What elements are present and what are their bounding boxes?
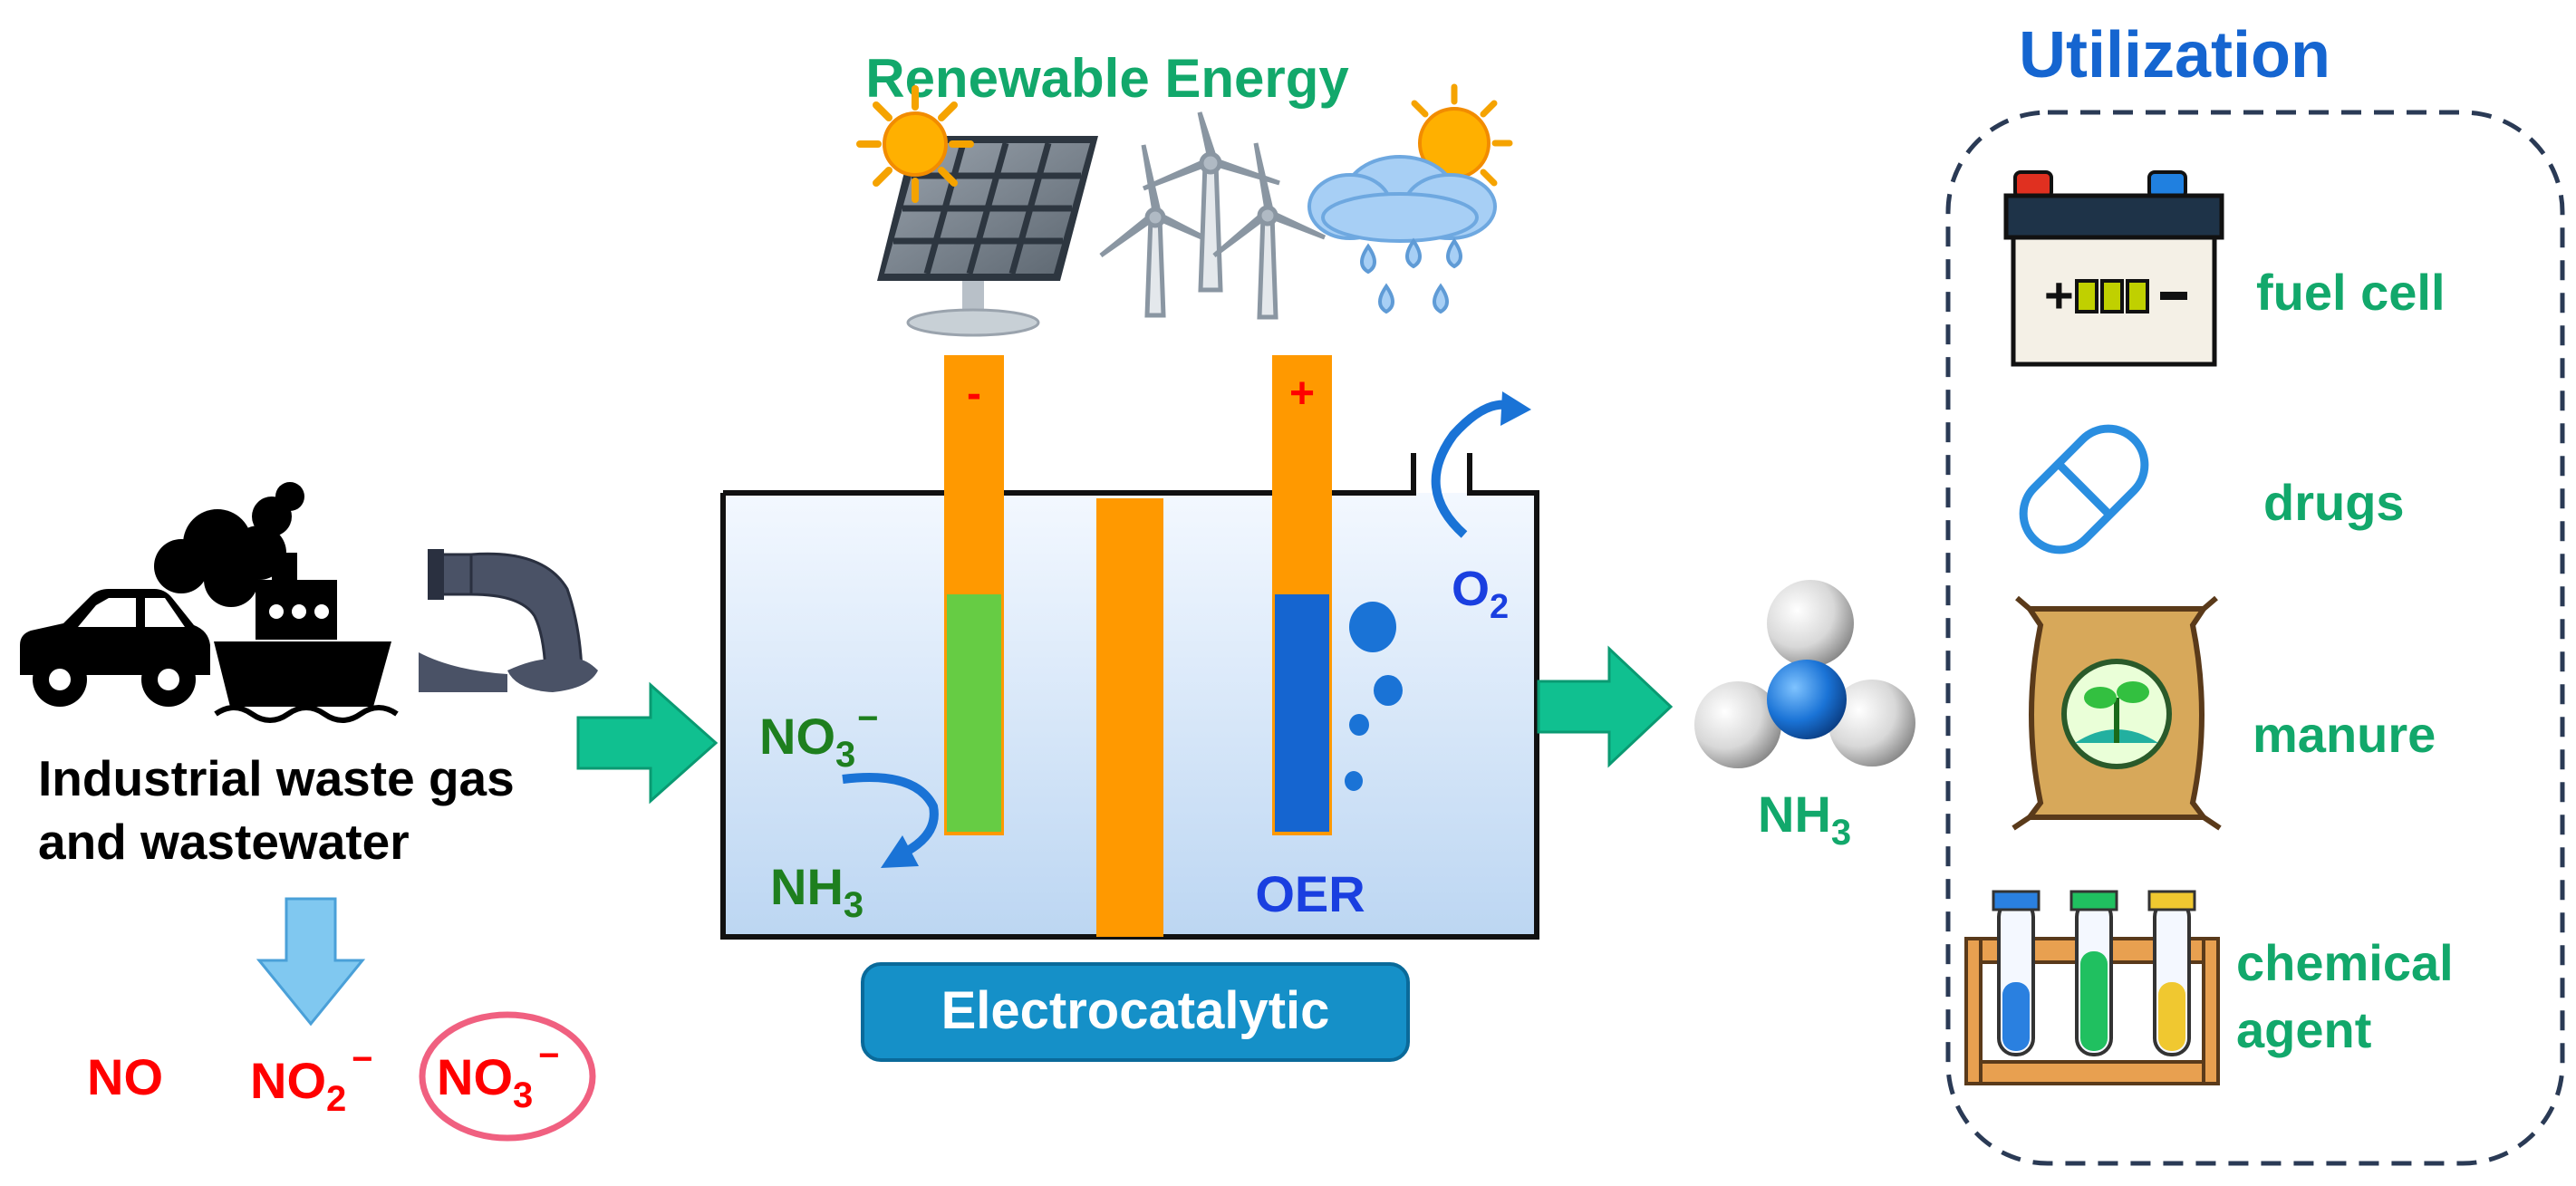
- oxygen-bubbles: [1345, 602, 1403, 791]
- output-label: NH3: [1758, 786, 1851, 853]
- smoke-cloud-icon: [154, 482, 304, 607]
- highlight-circle: [419, 1011, 596, 1142]
- caption-label: Electrocatalytic: [941, 981, 1330, 1040]
- utilization-item-label: manure: [2253, 706, 2436, 763]
- rain-cloud-icon: [1307, 83, 1513, 314]
- wind-turbines-icon: [1099, 111, 1327, 320]
- car-icon: [20, 589, 210, 707]
- sun-icon: [856, 85, 974, 203]
- utilization-item-label-line2: agent: [2236, 1001, 2371, 1058]
- membrane: [1096, 498, 1163, 937]
- o2-label: O2: [1452, 562, 1509, 626]
- battery-icon: +: [2003, 170, 2224, 367]
- product-label: NH3: [770, 858, 863, 925]
- o2-release-arrow: [1431, 391, 1531, 538]
- utilization-item-label: fuel cell: [2256, 264, 2446, 321]
- capsule-icon: [2019, 424, 2149, 554]
- ship-icon: [214, 553, 399, 723]
- utilization-title: Utilization: [2019, 19, 2330, 92]
- anode-sign: +: [1289, 370, 1315, 418]
- reactant-label: NO3−: [759, 699, 879, 775]
- anode-catalyst: [1275, 594, 1329, 832]
- source-label-line1: Industrial waste gas: [38, 750, 515, 806]
- down-arrow: [256, 897, 366, 1027]
- renewable-energy-title: Renewable Energy: [865, 48, 1349, 109]
- sewage-pipe-icon: [419, 549, 598, 692]
- cathode-sign: -: [967, 370, 981, 418]
- species-no: NO: [87, 1048, 163, 1105]
- fertilizer-bag-icon: [2012, 595, 2222, 831]
- svg-text:+: +: [2044, 266, 2074, 323]
- species-no2: NO2−: [250, 1039, 373, 1119]
- species-no3: NO3−: [437, 1036, 560, 1115]
- oer-label: OER: [1255, 865, 1365, 922]
- utilization-item-label: chemical: [2236, 934, 2454, 991]
- utilization-item-label: drugs: [2263, 474, 2405, 531]
- utilization-panel: [1945, 110, 2565, 1166]
- ammonia-molecule-icon: [1694, 580, 1915, 768]
- caption-box: [861, 962, 1410, 1062]
- solar-panel-icon: [877, 136, 1098, 337]
- output-arrow: [1537, 645, 1674, 768]
- cathode-catalyst: [947, 594, 1001, 832]
- input-arrow: [576, 681, 719, 805]
- test-tubes-icon: [1964, 890, 2220, 1085]
- source-label-line2: and wastewater: [38, 814, 410, 870]
- reduction-arrow: [842, 773, 939, 868]
